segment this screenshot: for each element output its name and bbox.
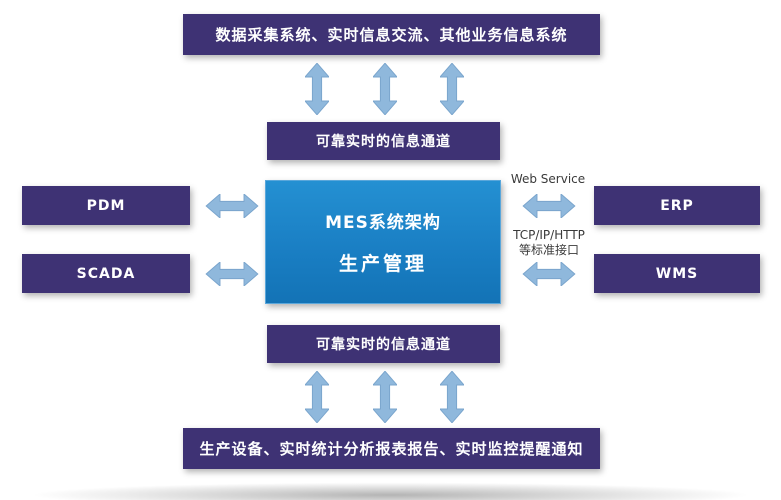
bottom-channel-label: 可靠实时的信息通道: [316, 337, 451, 353]
tcp-interface-line1: TCP/IP/HTTP: [513, 228, 585, 242]
erp-label: ERP: [660, 197, 694, 214]
web-service-label: Web Service: [510, 172, 586, 186]
pdm-label: PDM: [86, 197, 126, 214]
page-bottom-shadow: [18, 482, 763, 500]
horizontal-double-arrow-icon: [204, 194, 260, 218]
horizontal-double-arrow-icon: [204, 262, 260, 286]
horizontal-double-arrow-icon: [521, 262, 577, 286]
vertical-double-arrow-icon: [440, 371, 464, 423]
horizontal-double-arrow-icon: [521, 194, 577, 218]
wms-box: WMS: [594, 254, 760, 293]
bottom-devices-label: 生产设备、实时统计分析报表报告、实时监控提醒通知: [199, 440, 584, 458]
erp-box: ERP: [594, 186, 760, 225]
top-systems-box: 数据采集系统、实时信息交流、其他业务信息系统: [183, 14, 600, 55]
mes-subtitle: 生产管理: [338, 253, 427, 275]
bottom-devices-box: 生产设备、实时统计分析报表报告、实时监控提醒通知: [183, 428, 600, 469]
tcp-interface-label: TCP/IP/HTTP 等标准接口: [504, 228, 594, 258]
wms-label: WMS: [655, 265, 699, 282]
top-channel-label: 可靠实时的信息通道: [316, 134, 451, 150]
bottom-channel-box: 可靠实时的信息通道: [267, 325, 500, 363]
scada-label: SCADA: [76, 265, 136, 282]
vertical-double-arrow-icon: [305, 371, 329, 423]
tcp-interface-line2: 等标准接口: [518, 243, 579, 257]
vertical-double-arrow-icon: [440, 63, 464, 115]
scada-box: SCADA: [22, 254, 190, 293]
vertical-double-arrow-icon: [305, 63, 329, 115]
top-systems-label: 数据采集系统、实时信息交流、其他业务信息系统: [215, 26, 568, 44]
vertical-double-arrow-icon: [373, 371, 397, 423]
mes-title: MES系统架构: [325, 213, 441, 233]
pdm-box: PDM: [22, 186, 190, 225]
vertical-double-arrow-icon: [373, 63, 397, 115]
top-channel-box: 可靠实时的信息通道: [267, 122, 500, 160]
mes-center-box: MES系统架构 生产管理: [265, 180, 501, 304]
